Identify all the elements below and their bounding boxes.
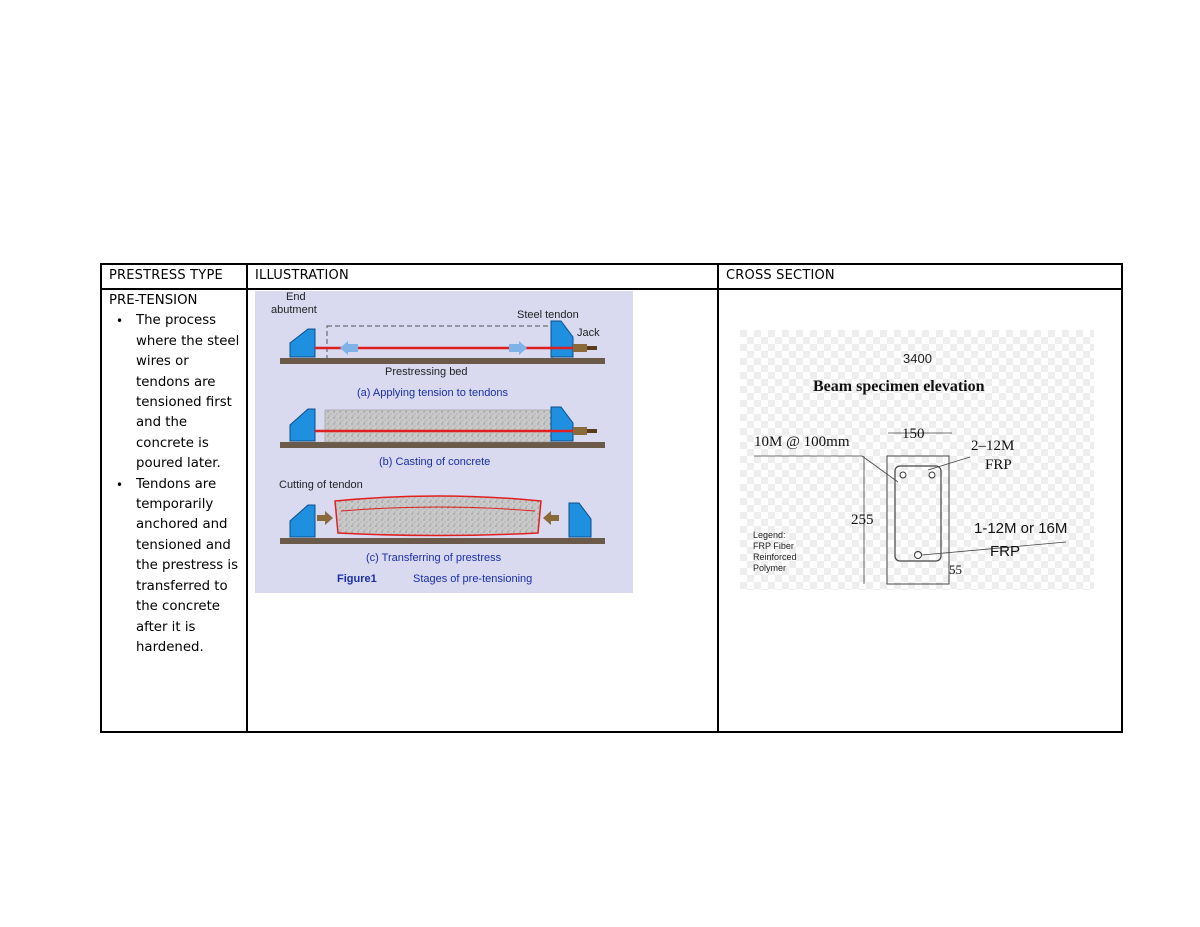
label-width: 150	[902, 426, 925, 442]
label-height: 255	[851, 512, 874, 528]
figure-label: Figure1	[337, 573, 377, 585]
header-prestress-type: PRESTRESS TYPE	[100, 263, 248, 290]
bullet-icon: •	[116, 314, 124, 329]
illustration-cell: End abutment Steel tendon Jack Prestress…	[246, 288, 719, 733]
label-abutment: abutment	[271, 304, 317, 316]
label-bottom-bars: 1-12M or 16M	[974, 520, 1067, 537]
stage-b: (b) Casting of concrete	[280, 406, 605, 468]
list-item: • The process where the steel wires or te…	[109, 311, 242, 474]
bullet-text: The process where the steel wires or ten…	[136, 313, 240, 472]
stage-c: Cutting of tendon (c) Transferring of pr…	[279, 479, 605, 585]
transparency-background	[740, 330, 1094, 590]
caption-b: (b) Casting of concrete	[379, 456, 490, 468]
prestress-type-cell: PRE-TENSION • The process where the steel…	[100, 288, 248, 733]
header-cross-section: CROSS SECTION	[717, 263, 1123, 290]
label-steel-tendon: Steel tendon	[517, 309, 579, 321]
figure-caption: Stages of pre-tensioning	[413, 573, 532, 585]
table-row: PRE-TENSION • The process where the steel…	[100, 288, 1123, 733]
beam-cross-section-figure: 3400 Beam specimen elevation 10M @ 100mm…	[740, 330, 1094, 590]
label-bottom-bars-frp: FRP	[990, 543, 1020, 560]
prestress-type-title: PRE-TENSION	[109, 293, 198, 308]
legend-title: Legend:	[753, 530, 786, 540]
table-header-row: PRESTRESS TYPE ILLUSTRATION CROSS SECTIO…	[100, 263, 1123, 290]
label-top-bars-frp: FRP	[985, 457, 1012, 473]
header-illustration: ILLUSTRATION	[246, 263, 719, 290]
label-end: End	[286, 291, 306, 303]
cross-section-title: Beam specimen elevation	[813, 378, 985, 395]
pretensioning-figure: End abutment Steel tendon Jack Prestress…	[255, 291, 633, 593]
label-cover: 55	[949, 562, 962, 577]
legend-line: FRP Fiber	[753, 541, 794, 551]
label-stirrups: 10M @ 100mm	[754, 434, 850, 450]
caption-a: (a) Applying tension to tendons	[357, 387, 509, 399]
legend-line: Reinforced	[753, 552, 797, 562]
label-cutting: Cutting of tendon	[279, 479, 363, 491]
bullet-icon: •	[116, 477, 124, 492]
legend-line: Polymer	[753, 563, 786, 573]
bullet-text: Tendons are temporarily anchored and ten…	[136, 476, 239, 655]
label-jack: Jack	[577, 327, 600, 339]
label-length: 3400	[903, 351, 932, 366]
stage-a: End abutment Steel tendon Jack Prestress…	[271, 291, 605, 399]
cross-section-cell: 3400 Beam specimen elevation 10M @ 100mm…	[717, 288, 1123, 733]
caption-c: (c) Transferring of prestress	[366, 552, 502, 564]
description-list: • The process where the steel wires or te…	[109, 311, 242, 658]
label-prestressing-bed: Prestressing bed	[385, 366, 468, 378]
list-item: • Tendons are temporarily anchored and te…	[109, 475, 242, 659]
label-top-bars: 2–12M	[971, 438, 1014, 454]
prestress-table: PRESTRESS TYPE ILLUSTRATION CROSS SECTIO…	[100, 263, 1123, 733]
